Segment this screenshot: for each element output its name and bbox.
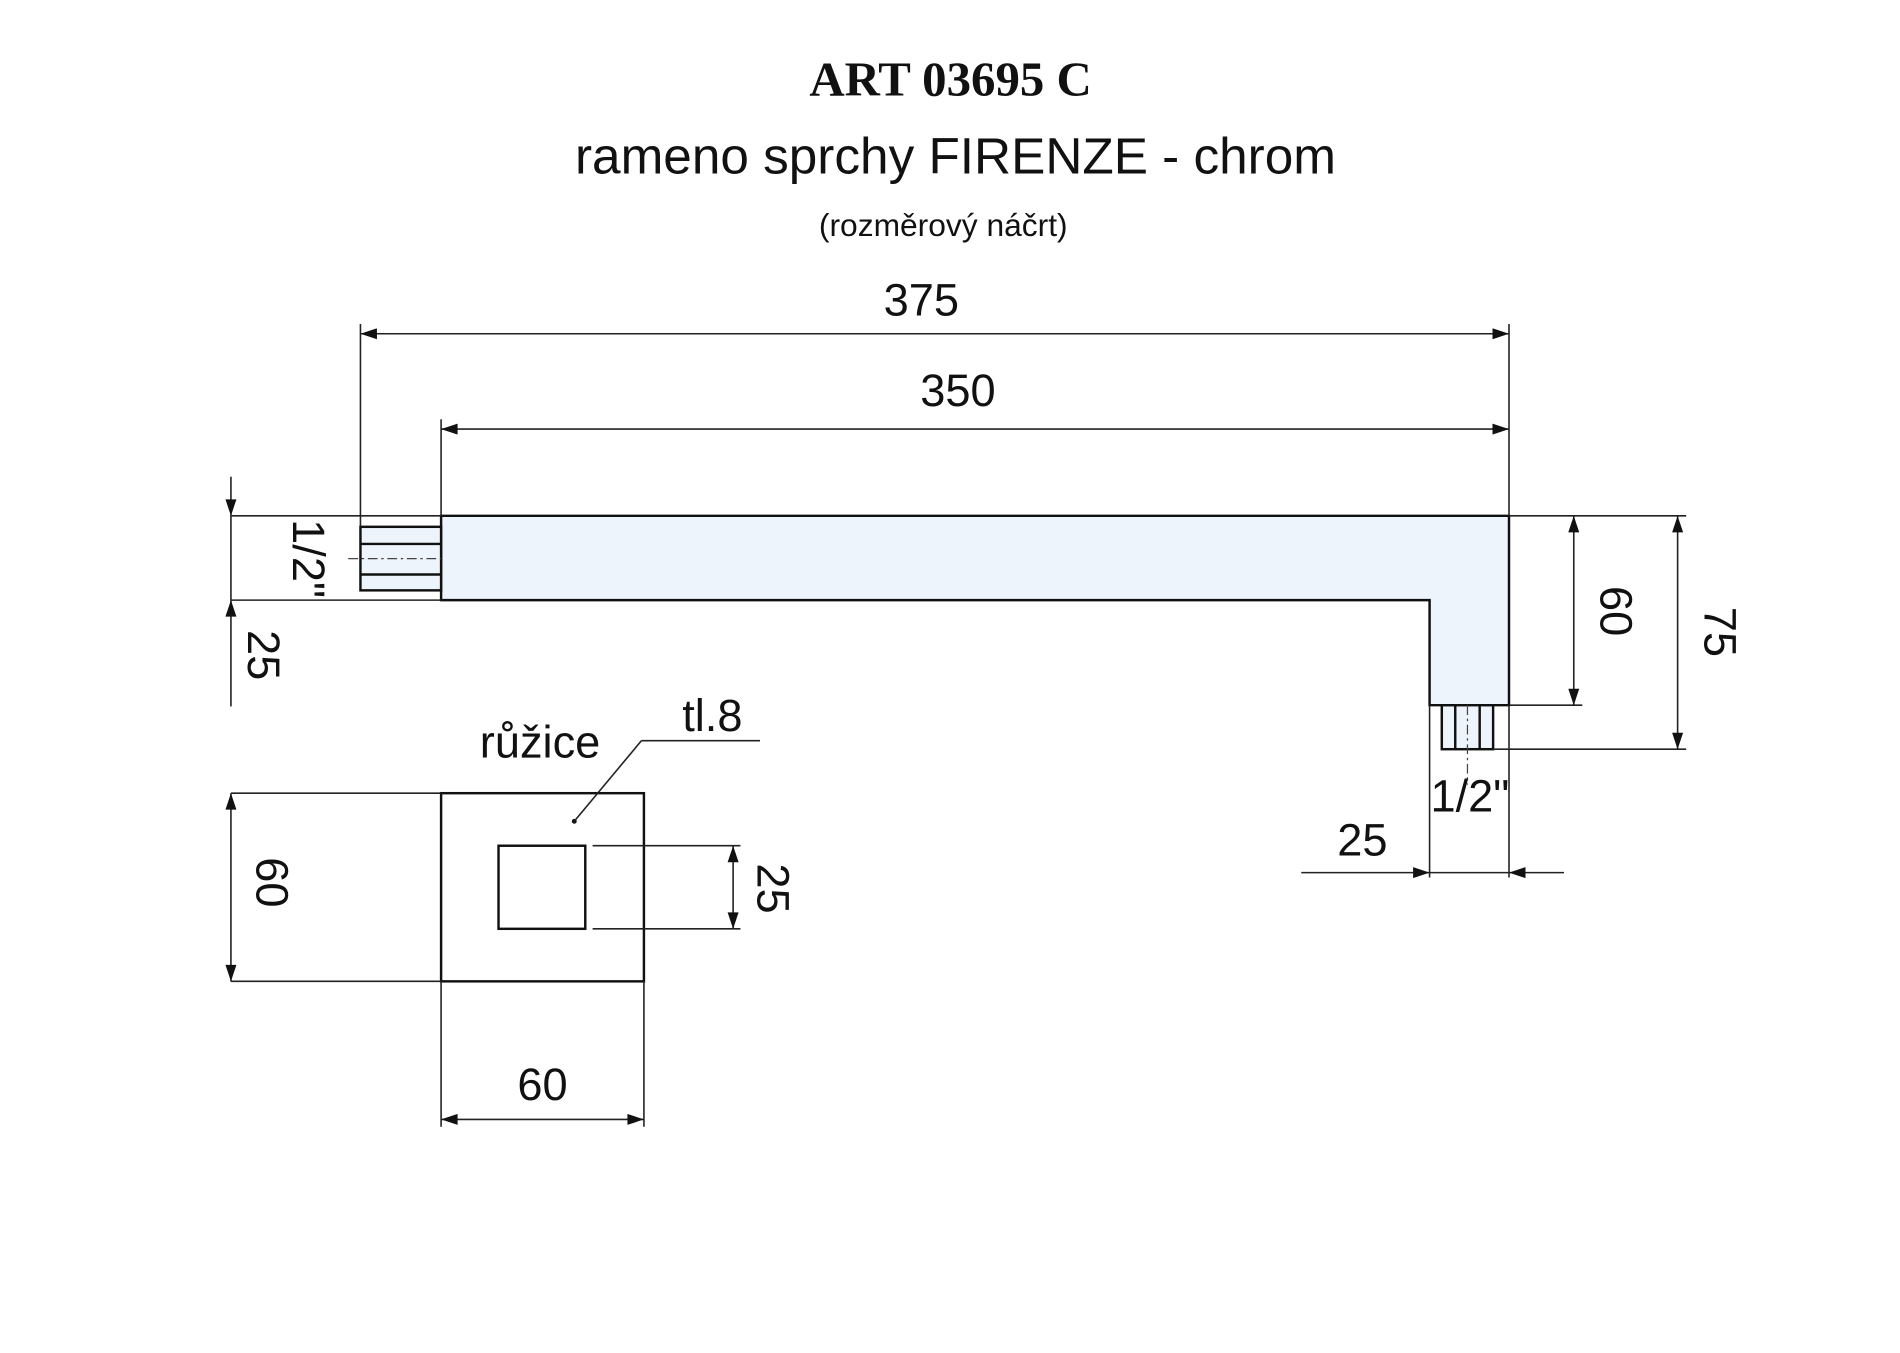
drawing-subtitle: rameno sprchy FIRENZE - chrom xyxy=(575,128,1336,185)
bottom-thread xyxy=(1440,703,1495,785)
dimension-350: 350 xyxy=(440,365,1510,516)
dimension-label: 60 xyxy=(247,857,298,907)
dimension-375: 375 xyxy=(359,274,1510,527)
rosette: tl.8 růžice 60 25 60 xyxy=(225,690,799,1127)
dimension-label: 60 xyxy=(517,1059,567,1110)
dimension-label: 375 xyxy=(884,274,959,325)
drawing-caption: (rozměrový náčrt) xyxy=(819,207,1068,243)
thread-label: 1/2" xyxy=(283,519,334,598)
dimension-left-thread: 1/2" 25 xyxy=(225,476,442,707)
dimension-label: 25 xyxy=(238,630,289,680)
dimension-label: 350 xyxy=(920,365,995,416)
dimension-label: 60 xyxy=(1591,586,1642,636)
dimension-label: 25 xyxy=(1337,815,1387,866)
dimension-60-75: 60 75 xyxy=(1493,515,1746,750)
thickness-label: tl.8 xyxy=(682,690,742,741)
thread-label: 1/2" xyxy=(1430,771,1509,822)
left-thread xyxy=(348,525,443,592)
dimension-bottom-25: 25 xyxy=(1301,705,1564,879)
rosette-label: růžice xyxy=(480,717,601,768)
dimension-label: 75 xyxy=(1695,607,1746,657)
dimension-label: 25 xyxy=(748,863,799,913)
drawing-title: ART 03695 C xyxy=(809,52,1091,107)
